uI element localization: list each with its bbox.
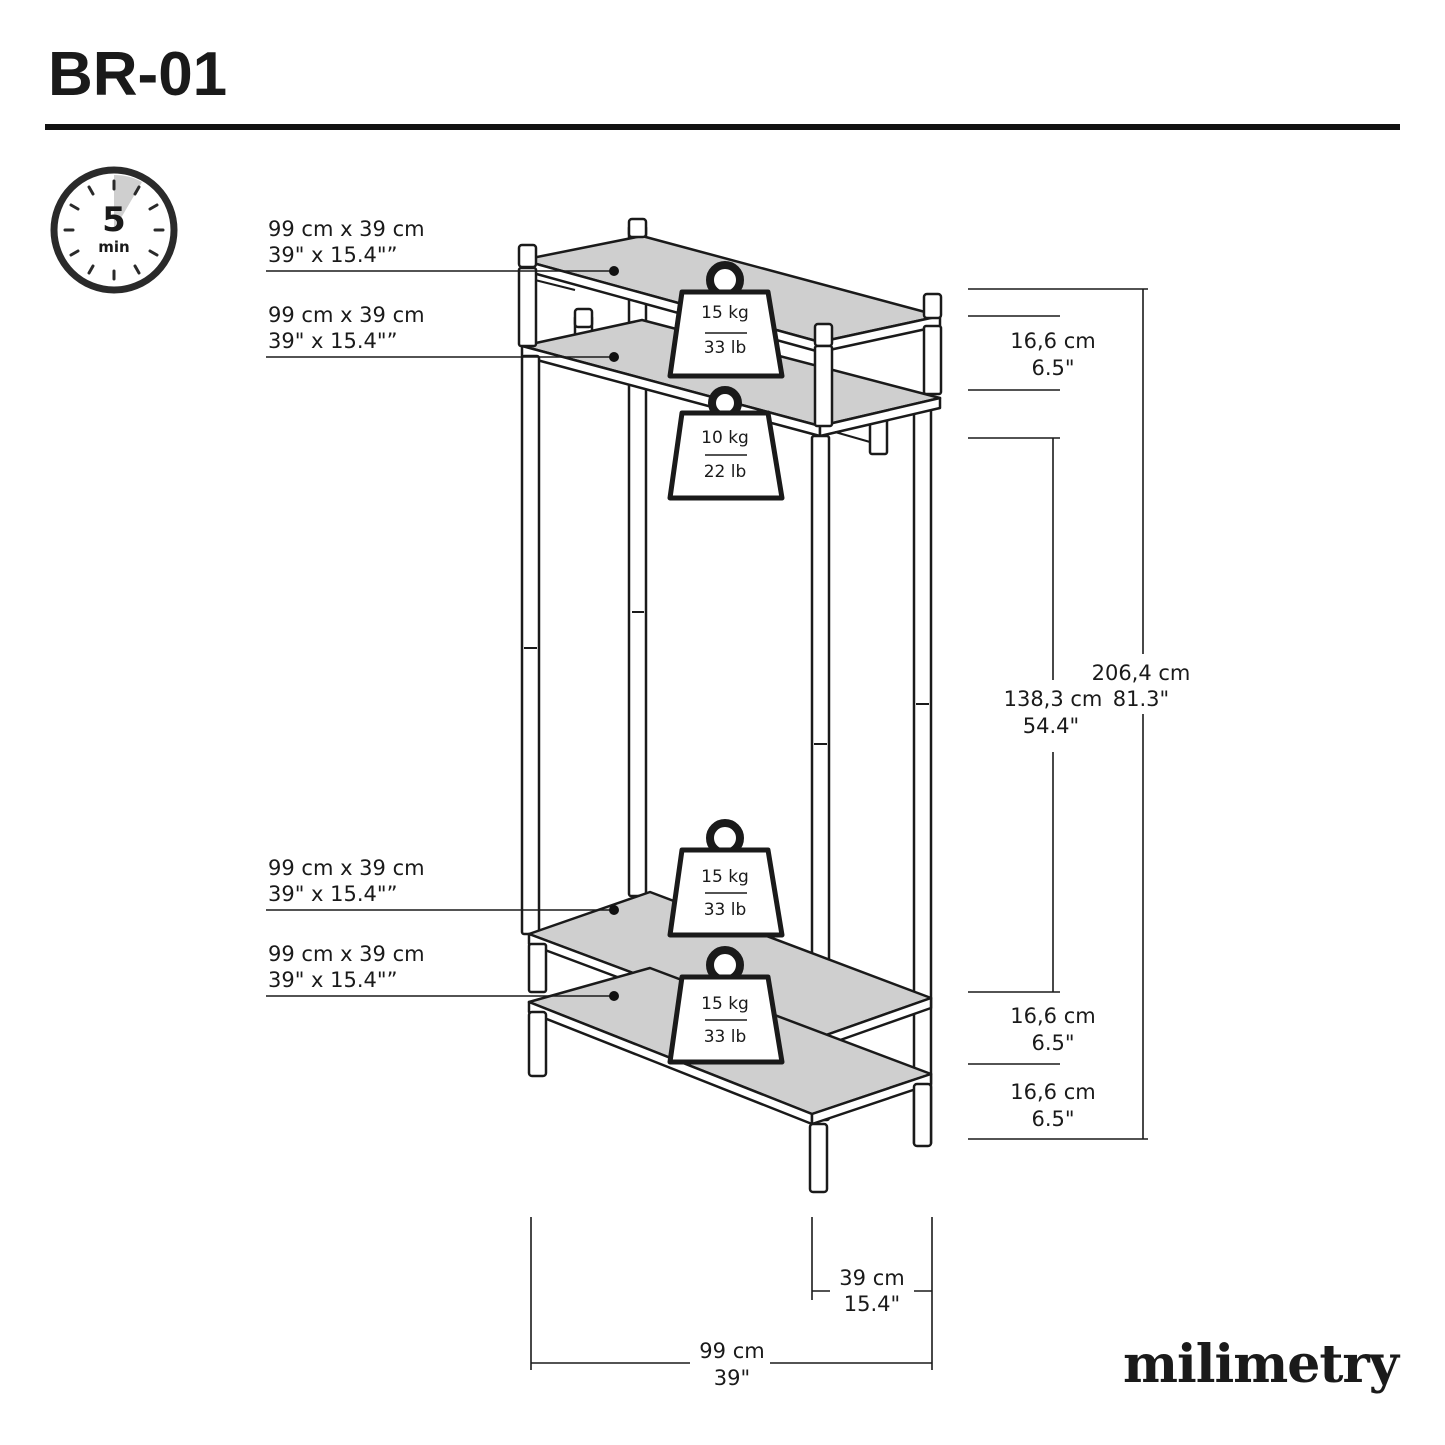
dim-total-cm: 206,4 cm [1092, 661, 1191, 685]
dim-width-in: 39" [714, 1366, 750, 1390]
pole-cap [922, 292, 943, 320]
pole-back-right-top [922, 324, 943, 396]
dim-total-in: 81.3" [1113, 687, 1169, 711]
shelf-spec-in: 39" x 15.4"” [268, 243, 397, 267]
shelf-spec-cm: 99 cm x 39 cm [268, 856, 425, 880]
weight-kg: 10 kg [701, 428, 749, 448]
shelf-callout: 99 cm x 39 cm 39" x 15.4"” [266, 856, 619, 915]
shelf-spec-cm: 99 cm x 39 cm [268, 303, 425, 327]
weight-icon: 15 kg 33 lb [667, 261, 785, 379]
shelf-spec-in: 39" x 15.4"” [268, 882, 397, 906]
weight-lb: 33 lb [704, 900, 747, 920]
shelf-callout: 99 cm x 39 cm 39" x 15.4"” [266, 303, 619, 362]
pole-cap [813, 322, 834, 348]
pole-back-right [912, 400, 933, 1147]
header-rule [45, 124, 1400, 130]
weight-lb: 22 lb [704, 462, 747, 482]
pole-front-left-top [517, 266, 538, 348]
shelf-spec-cm: 99 cm x 39 cm [268, 942, 425, 966]
page-title: BR-01 [48, 40, 227, 109]
dim-depth-cm: 39 cm [839, 1266, 904, 1290]
weight-lb: 33 lb [704, 338, 747, 358]
weight-kg: 15 kg [701, 303, 749, 323]
dim-top-gap-in: 6.5" [1031, 356, 1074, 380]
dim-lower-gap-in: 6.5" [1031, 1031, 1074, 1055]
shelf-spec-in: 39" x 15.4"” [268, 329, 397, 353]
pole-front-left [520, 354, 541, 936]
foot [808, 1122, 829, 1194]
weight-kg: 15 kg [701, 994, 749, 1014]
dimension-lines [968, 288, 1148, 1140]
pole-cap [517, 243, 538, 269]
foot [527, 1010, 548, 1078]
timer-value: 5 [102, 200, 126, 240]
weight-kg: 15 kg [701, 867, 749, 887]
shelf-spec-in: 39" x 15.4"” [268, 968, 397, 992]
weight-icon: 15 kg 33 lb [667, 819, 785, 938]
dim-middle-in: 54.4" [1023, 714, 1079, 738]
pole-cap [627, 217, 648, 239]
dim-middle-cm: 138,3 cm [1004, 687, 1103, 711]
dim-width-cm: 99 cm [699, 1339, 764, 1363]
dim-depth-in: 15.4" [844, 1292, 900, 1316]
dimension-lines [530, 1217, 933, 1370]
weight-icon: 10 kg 22 lb [667, 386, 785, 501]
foot [912, 1082, 933, 1148]
weight-lb: 33 lb [704, 1027, 747, 1047]
dim-top-gap-cm: 16,6 cm [1010, 329, 1095, 353]
brand-logo: milimetry [1123, 1334, 1401, 1395]
dim-lower-gap-cm: 16,6 cm [1010, 1004, 1095, 1028]
timer-icon: 5 min [50, 166, 178, 294]
pole-cap [573, 307, 594, 329]
dim-bottom-gap-in: 6.5" [1031, 1107, 1074, 1131]
shelf-callout: 99 cm x 39 cm 39" x 15.4"” [266, 217, 619, 276]
timer-unit: min [98, 238, 129, 256]
dim-bottom-gap-cm: 16,6 cm [1010, 1080, 1095, 1104]
shelf-spec-cm: 99 cm x 39 cm [268, 217, 425, 241]
shelf-callout: 99 cm x 39 cm 39" x 15.4"” [266, 942, 619, 1001]
weight-icon: 15 kg 33 lb [667, 946, 785, 1065]
